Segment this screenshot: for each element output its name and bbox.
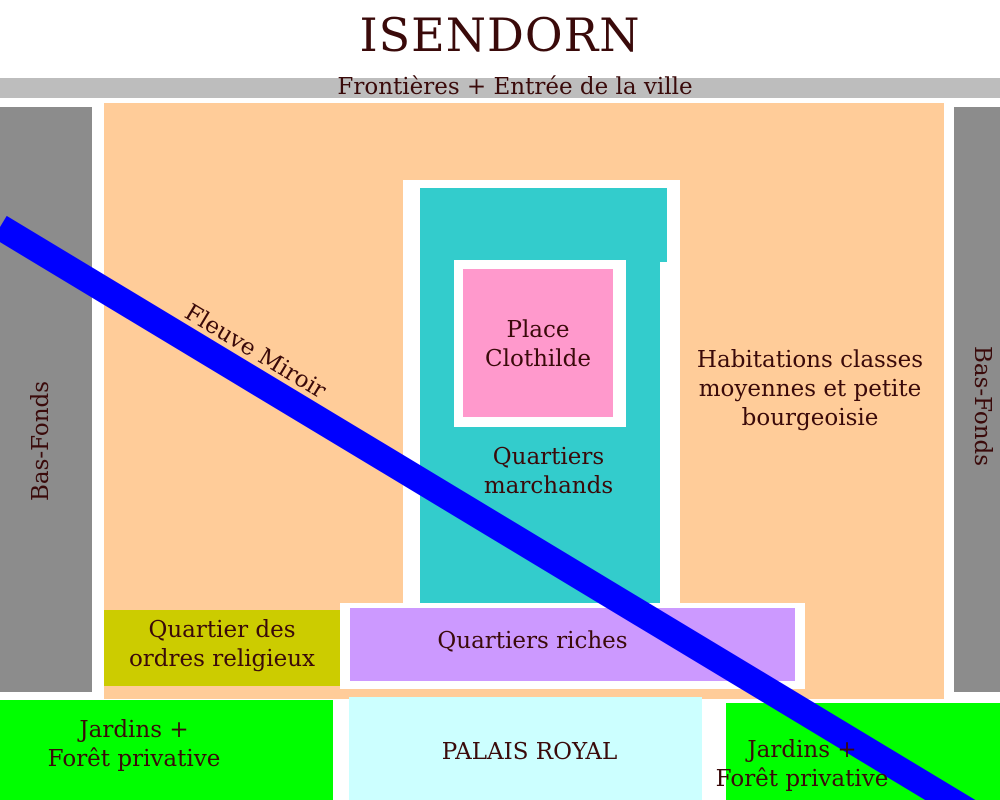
merchant-notch — [660, 262, 670, 605]
middle-class-label: Habitations classes moyennes et petite b… — [696, 347, 924, 431]
bas-fonds-right-zone — [954, 107, 1000, 692]
religious-quarter-label: Quartier des ordres religieux — [128, 617, 316, 672]
river-fleuve-miroir — [0, 215, 976, 800]
bas-fonds-left-zone — [0, 107, 92, 692]
royal-palace-zone — [349, 697, 702, 800]
garden-left-label: Jardins + Forêt privative — [47, 717, 221, 772]
religious-quarter-zone — [104, 610, 340, 686]
garden-right-label: Jardins + Forêt privative — [715, 737, 889, 792]
merchant-quarter-label: Quartiers marchands — [483, 444, 614, 499]
royal-palace-label: PALAIS ROYAL — [441, 739, 618, 765]
city-border-label: Frontières + Entrée de la ville — [337, 74, 693, 100]
map-title: ISENDORN — [359, 8, 641, 62]
city-border-bar — [0, 78, 1000, 98]
rich-quarter-label: Quartiers riches — [437, 628, 628, 654]
place-clothilde-zone — [463, 269, 613, 417]
garden-left-zone — [0, 700, 333, 800]
place-clothilde-label: Place Clothilde — [485, 317, 591, 372]
